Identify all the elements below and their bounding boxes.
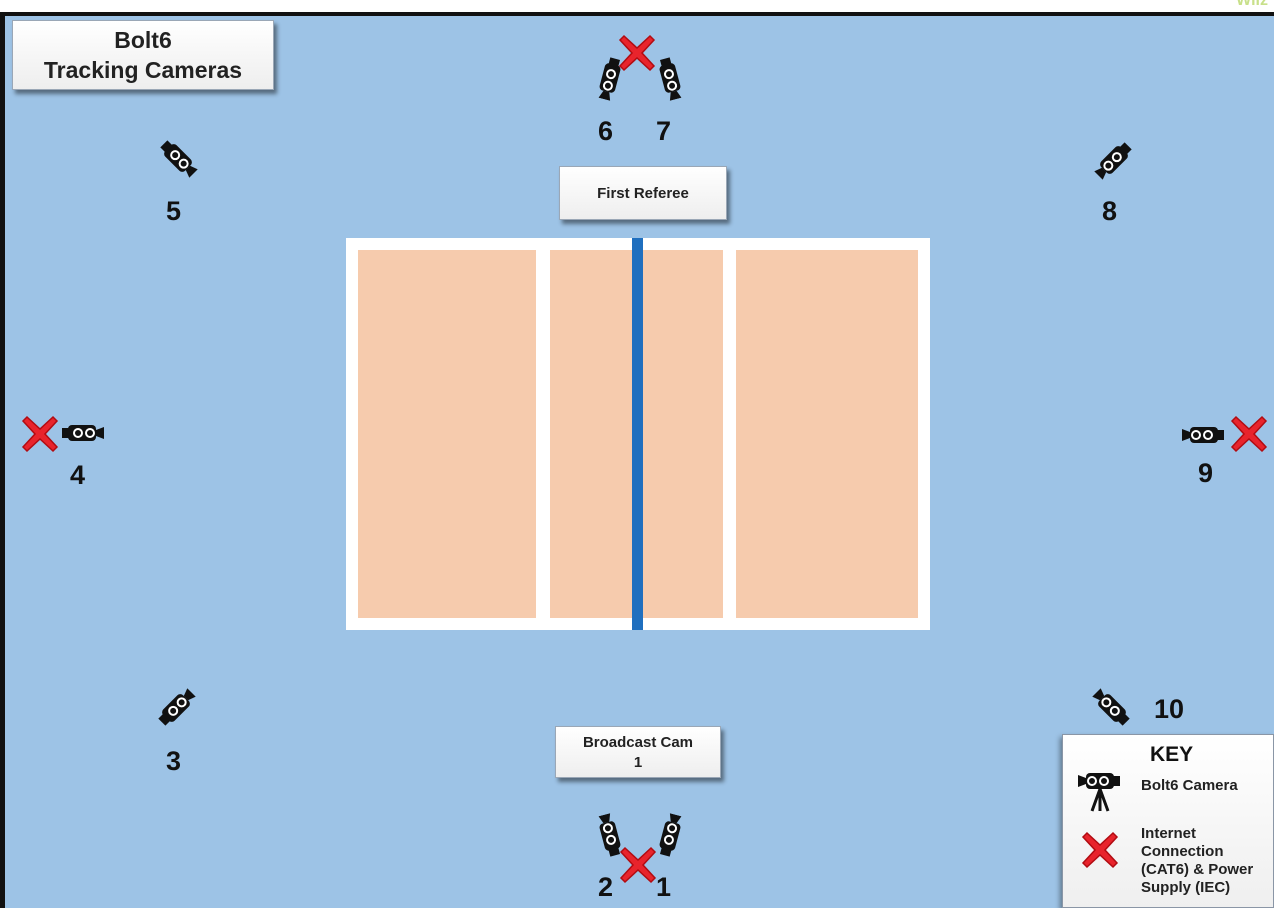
x-mark-icon (620, 847, 656, 883)
camera-icon (1182, 427, 1224, 443)
camera-number-5: 5 (166, 196, 182, 226)
x-mark-icon (1082, 832, 1118, 868)
camera-number-6: 6 (598, 116, 614, 146)
camera-number-8: 8 (1102, 196, 1118, 226)
court-front-zone-left (550, 250, 632, 618)
camera-number-1: 1 (656, 872, 672, 902)
x-mark-icon (1231, 416, 1267, 452)
camera-icon (1078, 773, 1120, 812)
camera-number-10: 10 (1154, 694, 1185, 724)
camera-number-9: 9 (1198, 458, 1214, 488)
diagram-title: Bolt6 Tracking Cameras (12, 20, 274, 90)
title-line-1: Bolt6 (114, 27, 172, 53)
camera-number-3: 3 (166, 746, 182, 776)
camera-number-4: 4 (70, 460, 86, 490)
camera-number-7: 7 (656, 116, 672, 146)
broadcast-cam-label: Broadcast Cam 1 (555, 726, 721, 778)
corner-tag: Wilz (1236, 0, 1268, 9)
court-back-zone-left (358, 250, 536, 618)
first-referee-label: First Referee (559, 166, 727, 220)
x-mark-icon (619, 35, 655, 71)
net (632, 238, 643, 630)
title-line-2: Tracking Cameras (43, 57, 243, 83)
broadcast-cam-line-1: Broadcast Cam (582, 734, 694, 751)
camera-icon (62, 425, 104, 441)
court-back-zone-right (736, 250, 918, 618)
court-front-zone-right (643, 250, 723, 618)
legend-key: KEY Bolt6 Camera Internet Connection (CA… (1062, 734, 1274, 908)
camera-number-2: 2 (598, 872, 614, 902)
key-connection-label: Internet Connection (CAT6) & Power Suppl… (1141, 825, 1254, 896)
x-mark-icon (22, 416, 58, 452)
key-camera-label: Bolt6 Camera (1141, 777, 1238, 794)
volleyball-court (346, 238, 930, 630)
broadcast-cam-line-2: 1 (633, 754, 643, 771)
key-title: KEY (1150, 743, 1194, 766)
